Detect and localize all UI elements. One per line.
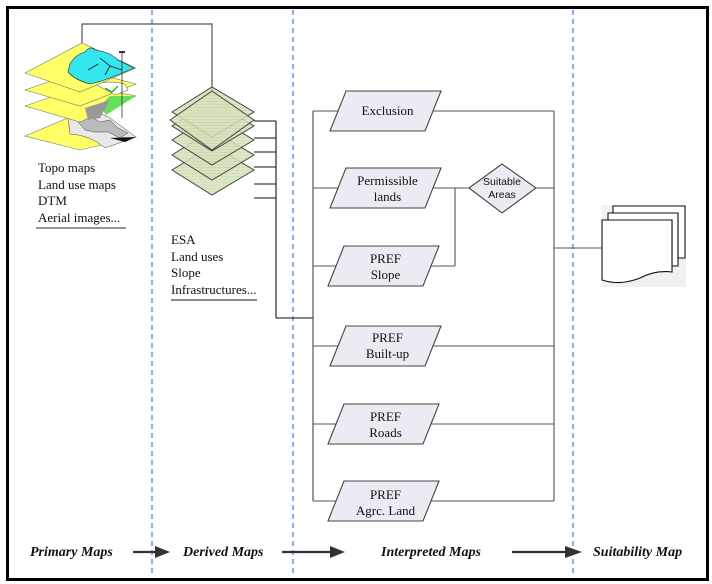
derived-item: Slope	[171, 265, 201, 280]
derived-item: ESA	[171, 232, 196, 247]
suitable-areas-diamond	[468, 163, 537, 214]
stage-arrows	[133, 546, 582, 558]
stage-suitability-map: Suitability Map	[593, 545, 683, 560]
interpreted-map-permissible-lands	[329, 167, 442, 209]
stage-primary-maps: Primary Maps	[30, 545, 113, 560]
interpreted-map-pref-roads	[327, 403, 440, 445]
layer-bus-connectors	[254, 120, 313, 319]
primary-item: Land use maps	[38, 176, 116, 192]
stage-derived-maps: Derived Maps	[183, 545, 264, 560]
primary-item: Topo maps	[38, 160, 96, 175]
interpreted-map-exclusion	[329, 90, 442, 132]
derived-layer-stack-icon	[169, 86, 255, 196]
interpreted-map-pref-builtup	[329, 325, 442, 367]
primary-map-stack-icon	[24, 42, 137, 151]
derived-item: Land uses	[171, 248, 224, 264]
primary-item: DTM	[38, 193, 67, 208]
multi-document-icon	[601, 205, 686, 287]
interpreted-map-pref-agrc-land	[327, 480, 440, 522]
stage-interpreted-maps: Interpreted Maps	[381, 545, 481, 560]
interpreted-map-pref-slope	[327, 245, 440, 287]
connector-primary-derived	[81, 23, 213, 91]
derived-maps-list: ESA Land uses Slope Infrastructures...	[171, 232, 257, 298]
primary-maps-list: Topo maps Land use maps DTM Aerial image…	[38, 160, 120, 226]
interpreted-label-exclusion: Exclusion	[361, 103, 414, 118]
derived-item: Infrastructures...	[171, 281, 257, 297]
primary-item: Aerial images...	[38, 209, 121, 225]
